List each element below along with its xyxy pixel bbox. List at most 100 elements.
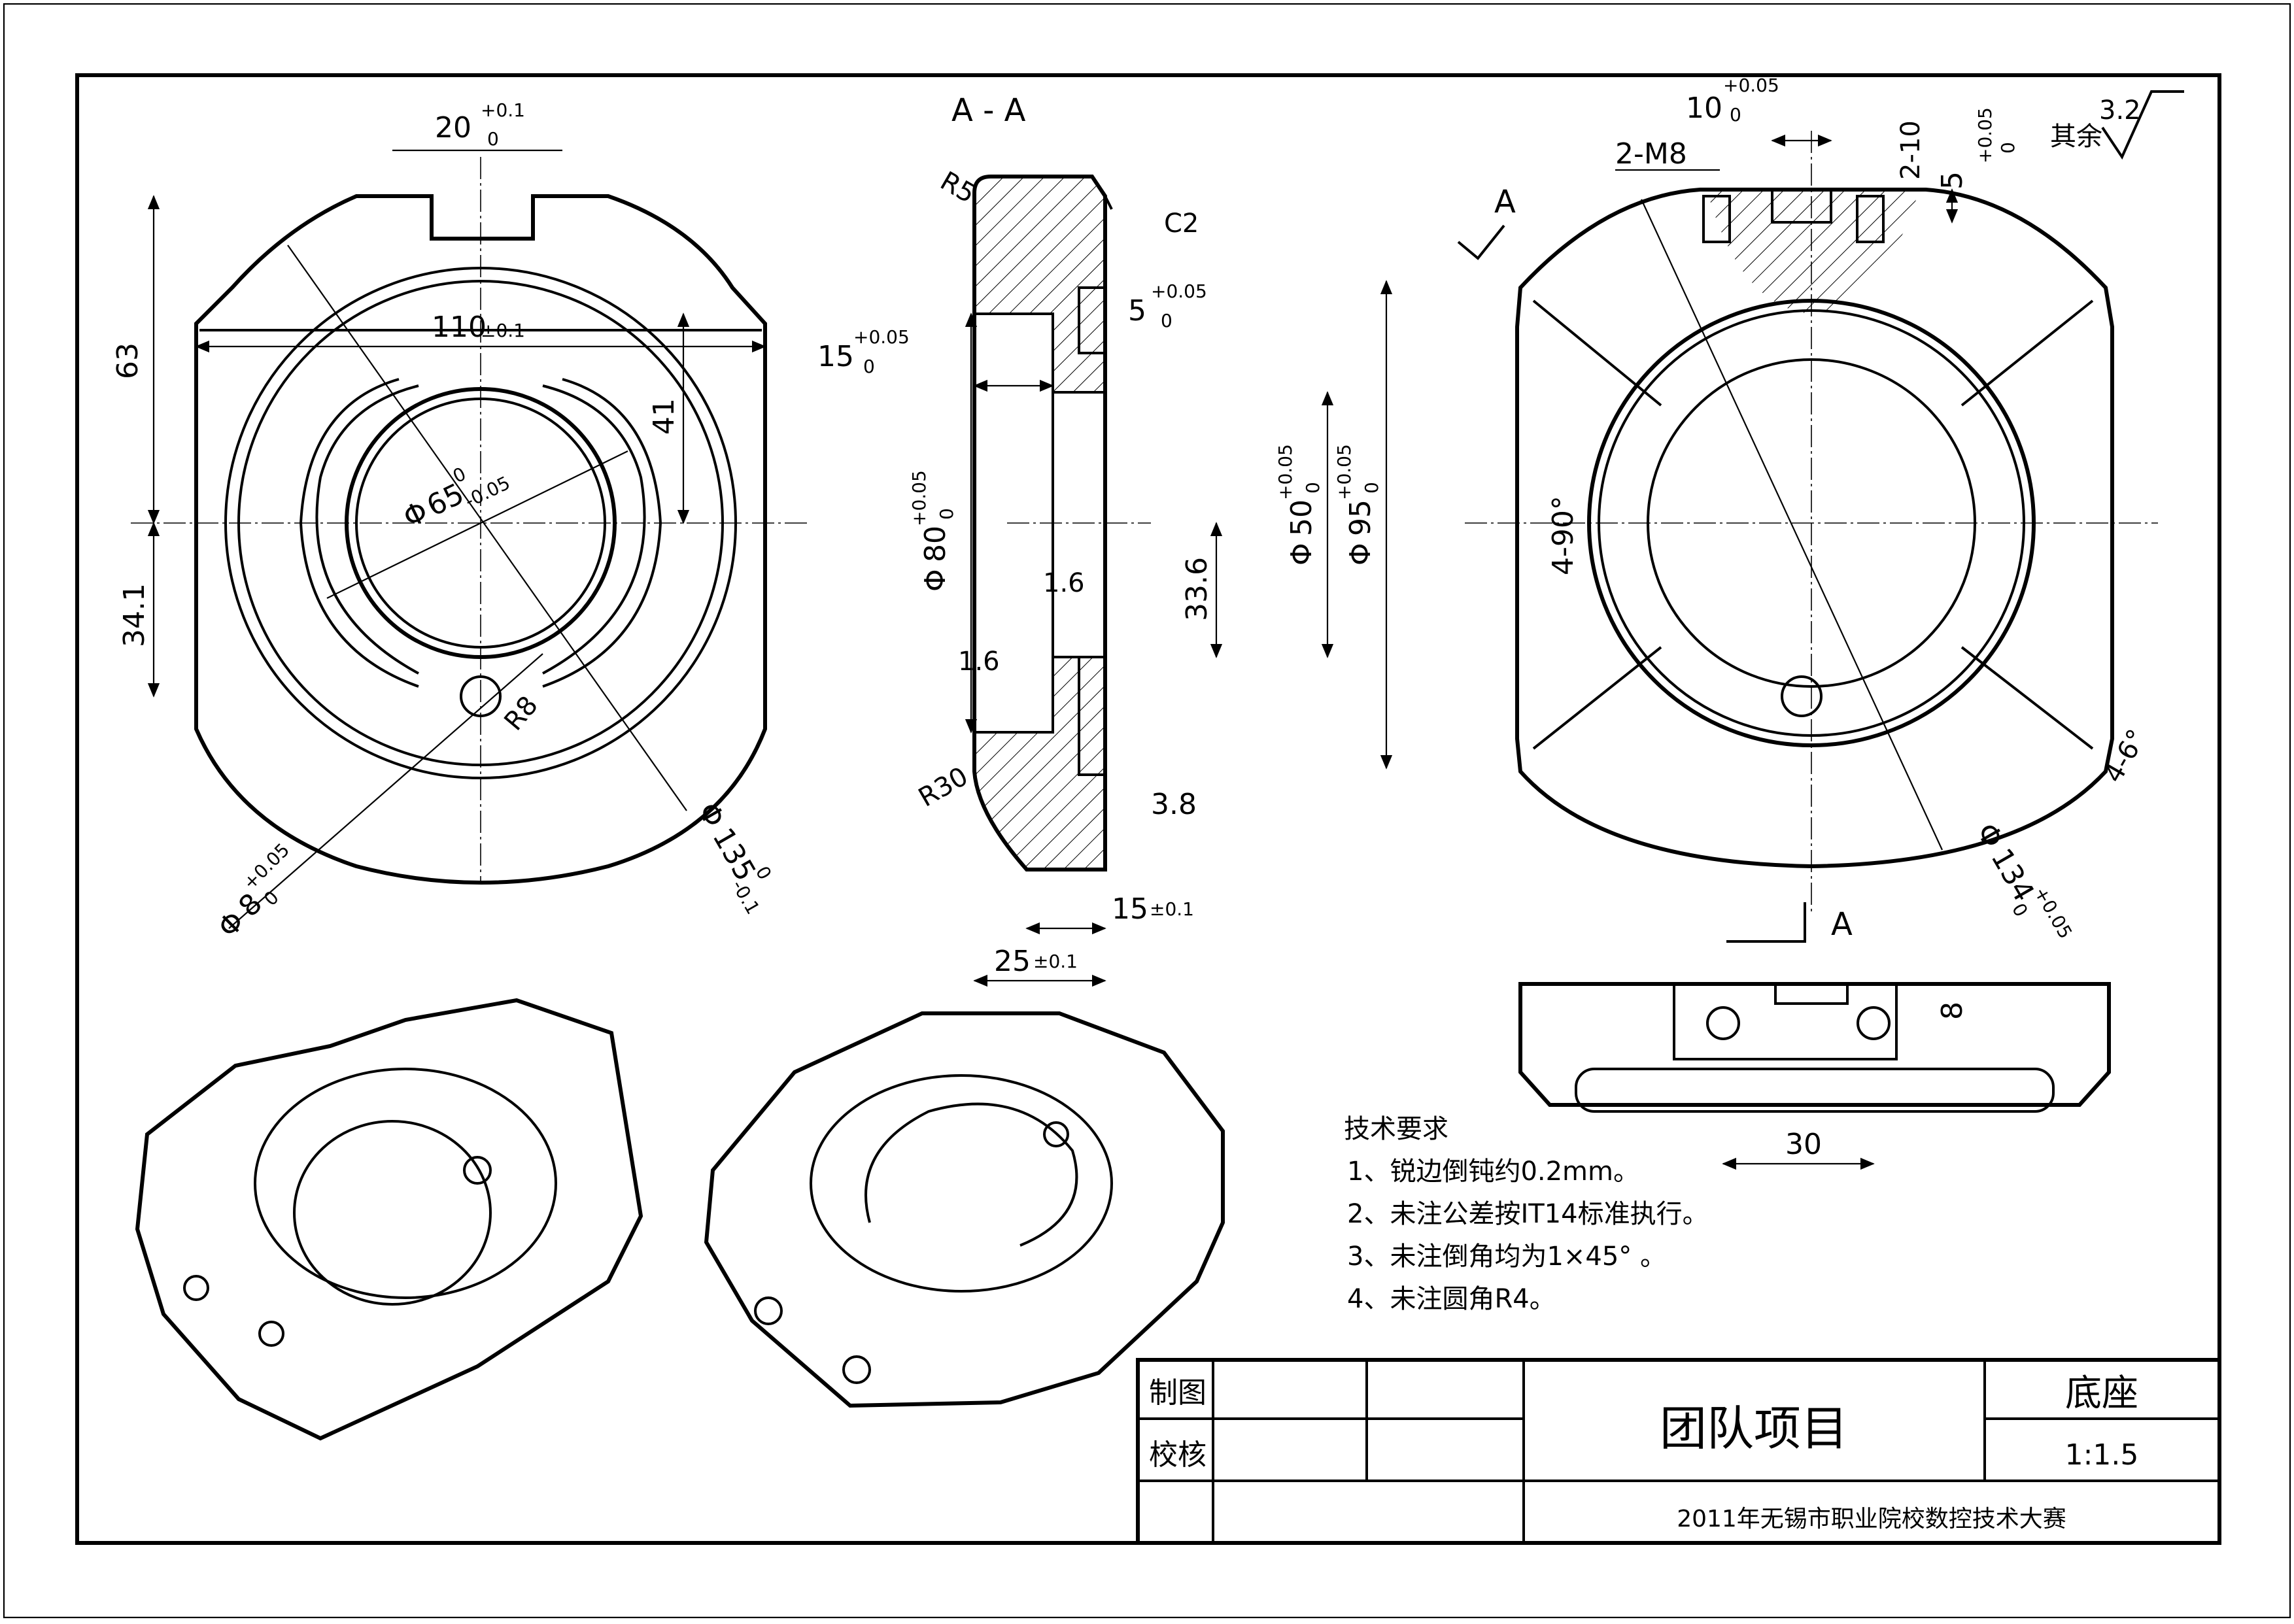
leader-65	[326, 450, 628, 599]
iso2-c-slot	[865, 1102, 1078, 1247]
view-label-a-top: A	[1494, 184, 1516, 220]
dim-hole-8-group: Φ 8 +0.05 0	[211, 839, 294, 944]
dim-5-back-tol-upper: +0.05	[1974, 107, 1996, 163]
dim-34-1: 34.1	[118, 583, 151, 647]
tech-item: 3、未注倒角均为1×45° 。	[1347, 1242, 1666, 1272]
c-slot	[315, 384, 646, 675]
dim-10-tol-upper: +0.05	[1723, 75, 1779, 96]
dim-134-tol-upper: +0.05	[2030, 883, 2076, 943]
tb-label-checked: 校核	[1149, 1438, 1207, 1472]
side-outline	[1518, 982, 2111, 1107]
dim-2-10: 2-10	[1896, 120, 1926, 180]
dim-3-8: 3.8	[1151, 788, 1197, 821]
front-view: 20 +0.1 0 110 ±0.1 63 34.1 41 Φ 65 0 -0.…	[111, 99, 811, 944]
view-label-a-side: A	[1831, 906, 1853, 943]
dim-80-prefix: Φ	[919, 569, 952, 592]
dim-80-group: Φ 80 +0.05 0	[908, 470, 957, 592]
iso2-hole	[1043, 1121, 1069, 1147]
tb-event: 2011年无锡市职业院校数控技术大赛	[1677, 1506, 2066, 1532]
tech-item: 2、未注公差按IT14标准执行。	[1347, 1199, 1709, 1229]
tb-part-name: 底座	[2065, 1372, 2138, 1415]
dim-110-tol: ±0.1	[481, 320, 525, 341]
dim-10: 10	[1686, 92, 1722, 125]
dim-10-tol-lower: 0	[1730, 104, 1741, 126]
dim-50-tol-lower: 0	[1302, 482, 1324, 494]
dim-5: 5	[1128, 294, 1146, 328]
dim-50-group: Φ 50 +0.05 0	[1275, 444, 1324, 566]
dim-95-group: Φ 95 +0.05 0	[1333, 444, 1382, 566]
back-outline	[1515, 188, 2114, 869]
dim-r30: R30	[914, 761, 973, 813]
roughness-symbol	[2101, 90, 2184, 160]
dim-134-group: Φ 134 +0.05 0	[1970, 817, 2076, 943]
dim-63: 63	[111, 343, 145, 379]
iso2-outline	[704, 1011, 1225, 1408]
dim-110: 110	[432, 311, 487, 344]
side-view-arrow	[1726, 902, 1806, 943]
iso2-thread-hole-a	[754, 1296, 783, 1325]
dim-15-tol-lower: 0	[863, 356, 875, 377]
dim-c2: C2	[1164, 209, 1199, 239]
back-pin-hole	[1781, 675, 1823, 717]
dim-65-tol-lower: -0.05	[462, 472, 514, 512]
roughness-rest-label: 其余	[2050, 122, 2102, 152]
roughness-rest-value: 3.2	[2099, 95, 2141, 126]
tb-project-name: 团队项目	[1660, 1401, 1848, 1456]
angle-4-6: 4-6°	[2098, 724, 2153, 788]
isometric-view-2	[704, 1011, 1225, 1408]
leader-hole-8	[228, 653, 543, 929]
dim-5-back-tol-lower: 0	[1997, 142, 2019, 154]
dim-15b: 15	[1112, 892, 1148, 926]
dim-41: 41	[647, 398, 681, 435]
dim-5-tol-lower: 0	[1161, 310, 1173, 331]
section-view: A - A R5 C2 5 +0.05 0 15 +0.05 0 Φ 80 +0…	[817, 92, 1393, 987]
back-key-slot	[1771, 188, 1832, 224]
tb-scale: 1:1.5	[2065, 1438, 2139, 1472]
back-ribs	[1532, 299, 2094, 750]
dim-25-tol: ±0.1	[1033, 951, 1078, 972]
back-hatch	[1707, 190, 1919, 314]
dim-hole-8-tol-upper: +0.05	[239, 839, 294, 894]
tech-requirements: 技术要求 1、锐边倒钝约0.2mm。 2、未注公差按IT14标准执行。 3、未注…	[1344, 1114, 1709, 1314]
dim-5-tol-upper: +0.05	[1151, 280, 1207, 302]
section-groove-top	[1078, 286, 1106, 354]
dim-15: 15	[817, 340, 854, 373]
dim-5-back: 5	[1936, 171, 1969, 190]
section-label: A - A	[951, 92, 1026, 129]
roughness-1-6-a: 1.6	[1043, 568, 1085, 598]
dim-135-group: Φ 135 0 -0.1	[691, 797, 776, 918]
view-arrow-a	[1457, 224, 1505, 260]
side-view: A 30 8	[1518, 902, 2111, 1170]
iso2-outer-ring	[810, 1074, 1113, 1293]
tech-item: 1、锐边倒钝约0.2mm。	[1347, 1157, 1639, 1187]
back-view: A 10 +0.05 0 2-M8 2-10 5 +0.05 0 其余 3.2 …	[1457, 75, 2184, 943]
dim-15-tol-upper: +0.05	[853, 326, 910, 348]
title-block: 制图 校核 团队项目 底座 1:1.5 2011年无锡市职业院校数控技术大赛	[1136, 1358, 2221, 1545]
dim-25: 25	[994, 945, 1031, 978]
dim-20: 20	[435, 111, 471, 144]
chamfer-c2	[1104, 195, 1113, 210]
dim-80-tol-upper: +0.05	[908, 470, 930, 526]
angle-4-90: 4-90°	[1547, 496, 1580, 575]
side-hole-right	[1857, 1006, 1891, 1040]
roughness-1-6-b: 1.6	[958, 647, 1000, 677]
side-key	[1774, 983, 1849, 1005]
dim-80-tol-lower: 0	[936, 508, 957, 520]
tb-label-drawn: 制图	[1149, 1376, 1207, 1410]
side-hole-left	[1706, 1006, 1740, 1040]
leader-135	[287, 245, 687, 811]
dim-95-prefix: Φ	[1344, 543, 1377, 566]
outer-border	[3, 3, 2291, 1619]
thread-2-m8: 2-M8	[1615, 137, 1687, 171]
dim-50-prefix: Φ	[1285, 543, 1318, 566]
tech-title: 技术要求	[1344, 1114, 1448, 1144]
thread-hole-right	[1856, 195, 1885, 243]
section-bore-50	[1053, 391, 1105, 658]
iso2-thread-hole-b	[842, 1355, 871, 1384]
dim-50: 50	[1285, 499, 1318, 536]
iso1-thread-hole-b	[258, 1321, 284, 1347]
section-hatch-top	[974, 177, 1105, 392]
iso1-hole	[463, 1156, 492, 1185]
